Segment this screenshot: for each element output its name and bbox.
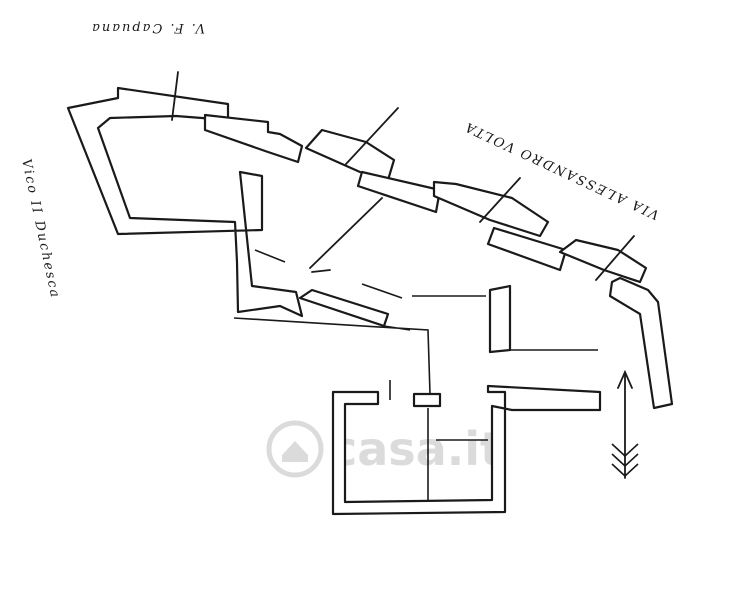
diagonal-partition — [309, 197, 383, 269]
north-arrow-icon — [611, 369, 639, 479]
central-partition — [298, 288, 390, 328]
bay-wall-5 — [486, 226, 568, 272]
lower-pier — [412, 392, 442, 408]
partition-end — [311, 269, 331, 273]
left-wing-wall — [66, 86, 304, 318]
house-icon — [282, 441, 308, 462]
corridor-walls — [233, 317, 431, 395]
street-label-left: Vico II Duchesca — [18, 158, 62, 301]
cut-line-3 — [479, 177, 521, 223]
corridor-stub — [488, 284, 512, 354]
street-label-top: V. F. Capuana — [90, 20, 205, 35]
watermark: casa.it — [266, 420, 502, 478]
cut-line-2 — [345, 107, 399, 165]
lower-block-wall — [331, 384, 602, 516]
door-line-2 — [361, 283, 403, 299]
bay-wall-2 — [304, 128, 396, 182]
watermark-text: casa.it — [330, 422, 502, 476]
bay-wall-6 — [558, 238, 648, 284]
watermark-logo-icon — [266, 420, 324, 478]
bay-wall-1 — [203, 113, 304, 164]
bay-wall-3 — [356, 170, 442, 214]
right-wall — [608, 276, 674, 410]
door-line-1 — [254, 249, 286, 263]
cut-line-4 — [595, 235, 635, 281]
cut-line-1 — [171, 71, 179, 121]
